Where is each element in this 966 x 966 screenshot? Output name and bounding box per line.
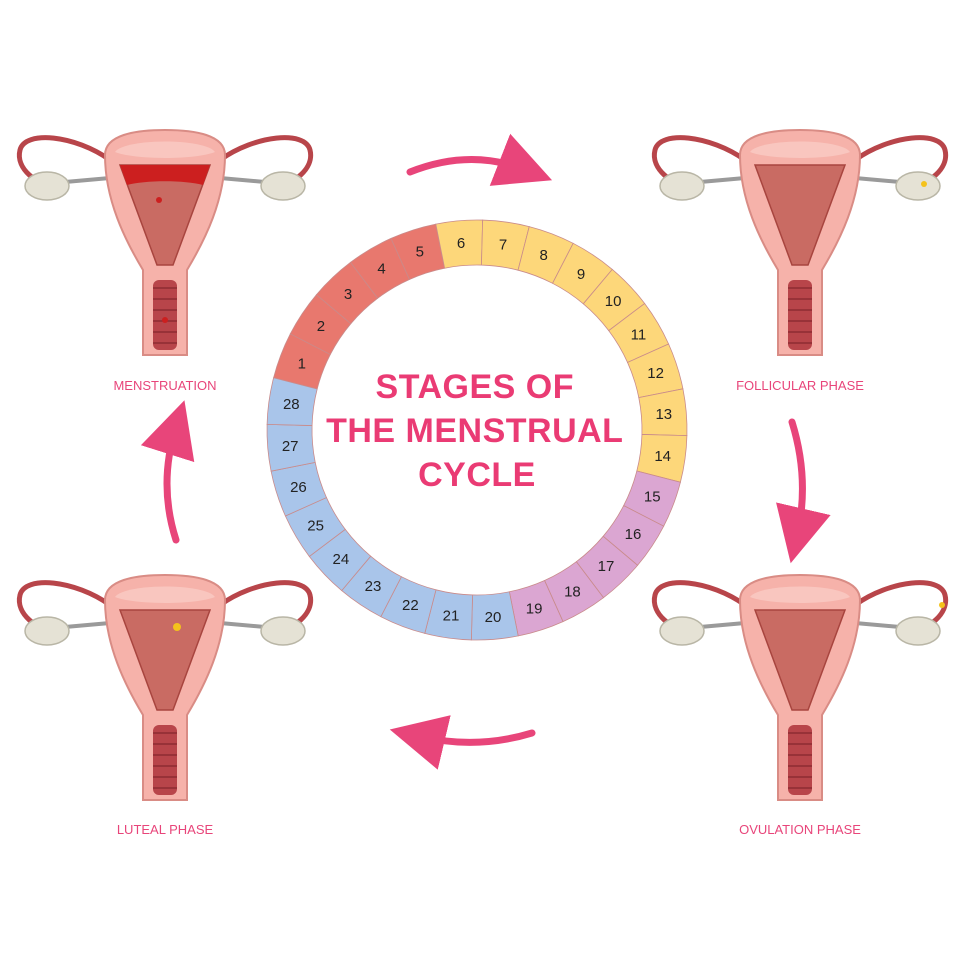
day-number: 16: [625, 526, 642, 543]
uterus-icon-luteal: [16, 573, 314, 801]
day-number: 2: [317, 318, 325, 335]
phase-label-ovulation: OVULATION PHASE: [739, 822, 861, 837]
phase-label-luteal: LUTEAL PHASE: [117, 822, 214, 837]
day-number: 20: [485, 609, 502, 626]
day-number: 11: [631, 327, 647, 344]
day-number: 9: [577, 266, 585, 283]
day-number: 26: [290, 479, 307, 496]
uterus-icon-menstruation: [16, 128, 314, 356]
uterus-icon-follicular: [651, 128, 949, 356]
day-number: 10: [605, 293, 622, 310]
day-number: 22: [402, 597, 419, 614]
curved-arrow-icon-top: [406, 133, 553, 186]
day-number: 21: [443, 608, 460, 625]
day-number: 24: [333, 551, 350, 568]
uterus-icon-ovulation: [651, 573, 949, 801]
day-number: 25: [307, 517, 324, 534]
day-number: 8: [539, 247, 547, 264]
day-number: 7: [499, 236, 507, 253]
curved-arrow-icon-bottom: [389, 715, 536, 770]
day-number: 19: [526, 601, 543, 618]
day-number: 18: [564, 583, 581, 600]
curved-arrow-icon-left: [140, 400, 195, 544]
uterus-illustrations: [16, 128, 949, 801]
day-number: 4: [377, 261, 385, 278]
title-line-2: THE MENSTRUAL: [326, 412, 623, 450]
title-line-3: CYCLE: [418, 456, 536, 494]
day-number: 3: [344, 286, 352, 303]
day-segment: [266, 377, 318, 426]
day-number: 1: [298, 355, 306, 372]
day-number: 28: [283, 396, 300, 413]
phase-label-menstruation: MENSTRUATION: [113, 378, 216, 393]
title-line-1: STAGES OF: [376, 368, 574, 406]
day-number: 14: [654, 448, 671, 465]
day-number: 6: [457, 235, 465, 252]
curved-arrow-icon-right: [776, 418, 831, 564]
day-number: 5: [416, 243, 424, 260]
day-number: 17: [598, 558, 615, 575]
diagram-title: STAGES OF THE MENSTRUAL CYCLE: [326, 368, 628, 494]
phase-label-follicular: FOLLICULAR PHASE: [736, 378, 864, 393]
day-number: 27: [282, 438, 299, 455]
day-number: 12: [647, 365, 664, 382]
day-number: 13: [655, 406, 672, 423]
day-number: 23: [365, 578, 382, 595]
day-number: 15: [644, 489, 661, 506]
